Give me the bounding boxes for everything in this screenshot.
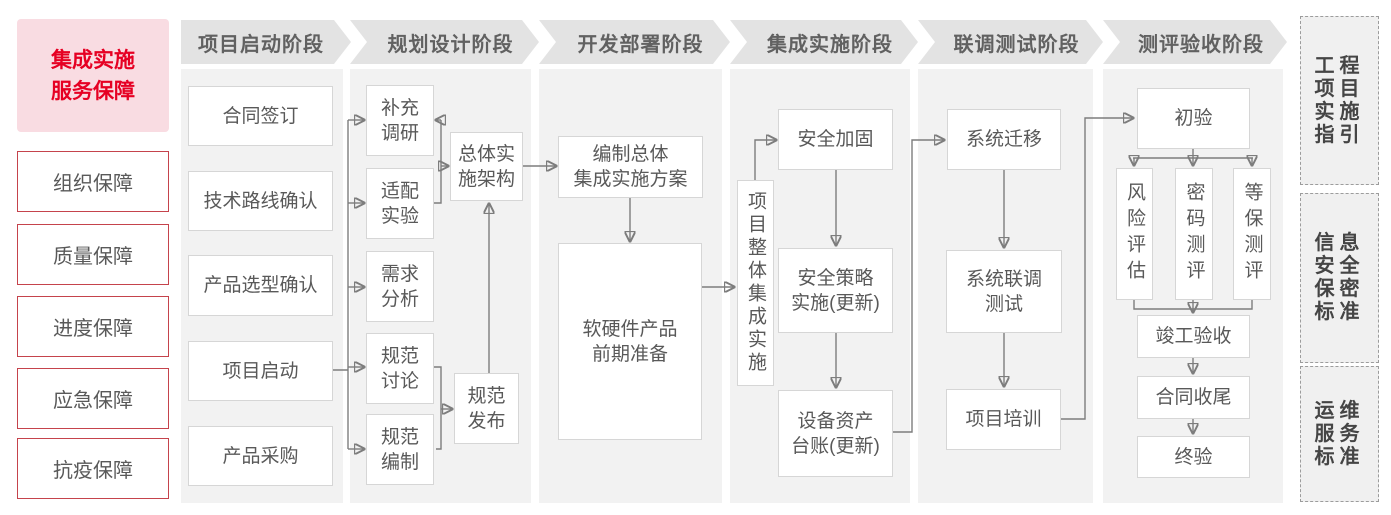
assurance-item: 应急保障 [17,368,169,429]
flow-node: 安全加固 [778,109,893,170]
stage-header-6: 测评验收阶段 [1103,20,1287,64]
flow-node: 初验 [1137,88,1250,149]
flow-node: 竣工验收 [1137,315,1250,358]
flow-node: 软硬件产品 前期准备 [558,243,702,440]
flow-node: 项目启动 [188,341,333,401]
flow-node: 安全策略 实施(更新) [778,248,893,333]
flow-node: 产品选型确认 [188,255,333,316]
flow-node: 项目培训 [946,389,1061,450]
assurance-item: 抗疫保障 [17,438,169,499]
flow-node: 编制总体 集成实施方案 [558,136,703,198]
flow-node: 终验 [1137,436,1250,478]
flow-node: 补充 调研 [366,85,434,156]
flow-node: 设备资产 台账(更新) [778,390,893,477]
flow-node: 技术路线确认 [188,171,333,231]
reference-standard-box: 运维 服务 标准 [1300,366,1379,502]
flow-node: 项目整体集成实施 [737,180,774,386]
flow-node: 密码测评 [1175,168,1213,300]
flow-node: 规范 编制 [366,414,434,485]
flow-node: 规范 讨论 [366,333,434,404]
flow-node: 等保测评 [1233,168,1271,300]
flow-node: 需求 分析 [366,251,434,322]
assurance-item: 质量保障 [17,224,169,285]
flow-node: 风险评估 [1116,168,1153,300]
flow-node: 合同签订 [188,86,333,146]
stage-header-5: 联调测试阶段 [918,20,1103,64]
reference-standard-box: 工程 项目 实施 指引 [1300,16,1379,185]
stage-header-4: 集成实施阶段 [730,20,918,64]
assurance-item: 组织保障 [17,151,169,212]
stage-header-1: 项目启动阶段 [181,20,351,64]
flow-node: 适配 实验 [366,168,434,239]
assurance-item: 进度保障 [17,296,169,357]
stage-header-2: 规划设计阶段 [350,20,539,64]
stage-header-3: 开发部署阶段 [539,20,730,64]
flow-node: 合同收尾 [1137,376,1250,419]
flow-node: 总体实 施架构 [450,132,523,201]
flow-node: 系统迁移 [947,109,1061,170]
diagram-title: 集成实施 服务保障 [17,19,169,132]
reference-standard-box: 信息 安全 保密 标准 [1300,193,1379,363]
flow-node: 产品采购 [188,426,333,486]
flow-node: 规范 发布 [454,373,519,444]
flow-node: 系统联调 测试 [946,250,1062,333]
